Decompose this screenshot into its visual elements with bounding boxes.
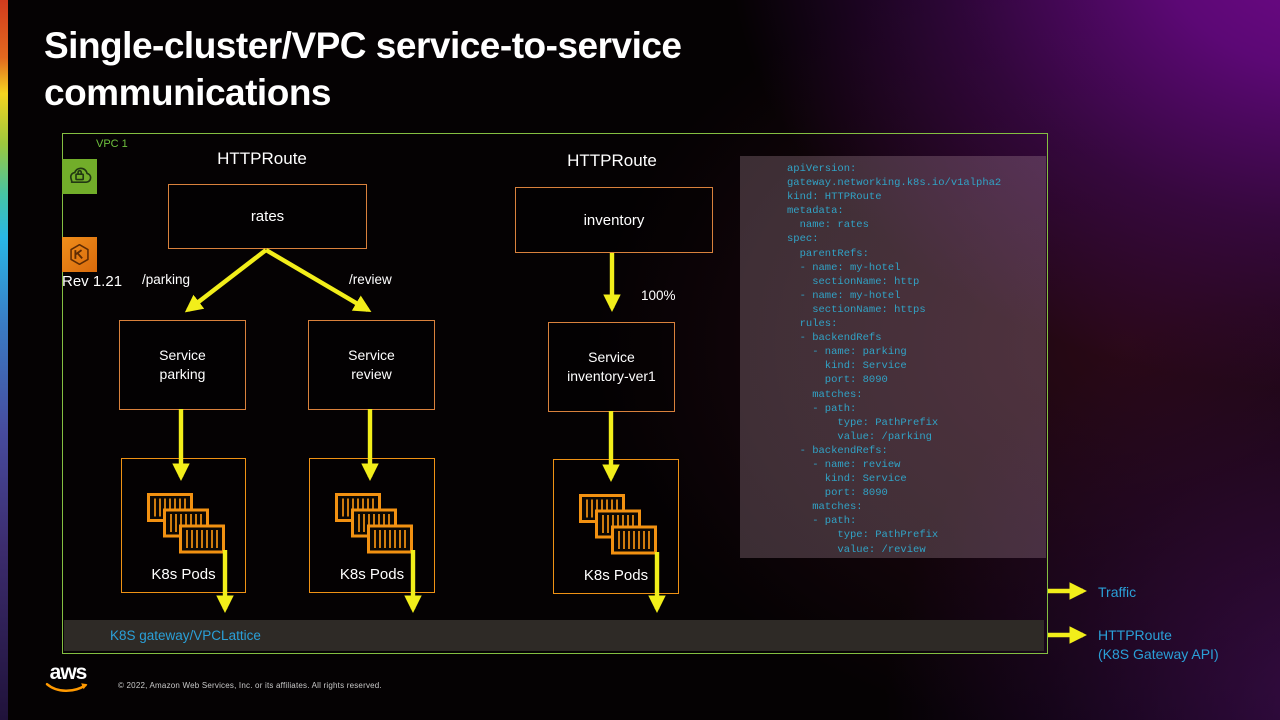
service-box-inventory-ver1: Service inventory-ver1 — [548, 322, 675, 412]
service-parking-line2: parking — [159, 366, 206, 382]
service-parking-line1: Service — [159, 347, 206, 363]
yaml-line: - name: my-hotel — [787, 261, 901, 274]
yaml-line: value: /review — [787, 543, 926, 556]
eks-kubernetes-icon — [62, 237, 97, 272]
yaml-line: - path: — [787, 402, 857, 415]
pods-containers-icon — [335, 493, 413, 554]
pods-label-1: K8s Pods — [151, 566, 216, 583]
service-parking-label: Service parking — [159, 346, 206, 384]
yaml-line: type: PathPrefix — [787, 529, 939, 542]
pods-label-3: K8s Pods — [583, 567, 649, 584]
gateway-bar-label: K8S gateway/VPCLattice — [110, 628, 261, 643]
yaml-line: parentRefs: — [787, 247, 869, 260]
yaml-line: metadata: — [787, 205, 844, 218]
title-line-2: communications — [44, 72, 332, 113]
service-review-line2: review — [351, 366, 392, 382]
yaml-line: name: rates — [787, 219, 869, 232]
legend-httproute-line1: HTTPRoute — [1098, 627, 1172, 643]
yaml-line: sectionName: http — [787, 275, 920, 288]
service-box-parking: Service parking — [119, 320, 246, 410]
yaml-line: - path: — [787, 515, 857, 528]
yaml-line: spec: — [787, 233, 819, 246]
httproute-header-left: HTTPRoute — [217, 149, 307, 168]
page-title: Single-cluster/VPC service-to-service co… — [44, 22, 904, 116]
edge-label-review: /review — [349, 272, 392, 287]
yaml-line: - backendRefs — [787, 332, 882, 345]
pods-box-1: K8s Pods — [121, 458, 246, 593]
yaml-line: matches: — [787, 388, 863, 401]
pods-label-2: K8s Pods — [339, 566, 405, 583]
service-inventory-line2: inventory-ver1 — [567, 368, 656, 384]
yaml-line: rules: — [787, 318, 838, 331]
service-review-line1: Service — [348, 347, 395, 363]
yaml-line: kind: Service — [787, 360, 907, 373]
title-line-1: Single-cluster/VPC service-to-service — [44, 25, 682, 66]
edge-label-parking: /parking — [142, 272, 191, 287]
service-inventory-label: Service inventory-ver1 — [567, 348, 656, 386]
yaml-line: - name: my-hotel — [787, 289, 901, 302]
yaml-line: apiVersion: — [787, 163, 857, 175]
yaml-line: sectionName: https — [787, 303, 926, 316]
service-box-review: Service review — [308, 320, 435, 410]
httproute-header-right: HTTPRoute — [567, 151, 657, 170]
legend-traffic-label: Traffic — [1098, 584, 1137, 600]
yaml-line: gateway.networking.k8s.io/v1alpha2 — [787, 177, 1002, 190]
yaml-line: matches: — [787, 501, 863, 514]
service-inventory-line1: Service — [588, 349, 635, 365]
rev-version-label: Rev 1.21 — [62, 273, 123, 290]
yaml-line: port: 8090 — [787, 487, 888, 500]
aws-logo-text: aws — [49, 661, 88, 684]
copyright-text: © 2022, Amazon Web Services, Inc. or its… — [118, 681, 382, 690]
route-inventory-label: inventory — [583, 211, 645, 229]
vpc-label: VPC 1 — [96, 138, 128, 150]
rainbow-edge-stripe — [0, 0, 8, 720]
aws-logo: aws — [44, 661, 92, 694]
vpc-cloud-lock-icon — [62, 159, 97, 194]
yaml-line: port: 8090 — [787, 374, 888, 387]
yaml-line: - name: parking — [787, 346, 907, 359]
yaml-line: kind: HTTPRoute — [787, 191, 882, 204]
edge-label-inventory-weight: 100% — [641, 288, 676, 303]
yaml-line: - name: review — [787, 458, 901, 471]
pods-box-3: K8s Pods — [553, 459, 679, 594]
aws-smile-icon — [45, 682, 88, 693]
route-box-rates: rates — [168, 184, 367, 249]
pods-containers-icon — [579, 494, 657, 555]
k8s-gateway-vpclattice-bar: K8S gateway/VPCLattice — [64, 620, 1044, 651]
pods-box-2: K8s Pods — [309, 458, 435, 593]
route-rates-label: rates — [250, 208, 285, 225]
pods-containers-icon — [147, 493, 225, 554]
legend-httproute-label: HTTPRoute (K8S Gateway API) — [1098, 626, 1219, 664]
yaml-line: - backendRefs: — [787, 444, 888, 457]
route-box-inventory: inventory — [515, 187, 713, 253]
vpc-boundary-box — [62, 133, 1048, 654]
yaml-line: kind: Service — [787, 473, 907, 486]
yaml-code-panel: apiVersion: gateway.networking.k8s.io/v1… — [740, 156, 1046, 558]
service-review-label: Service review — [348, 346, 395, 384]
yaml-line: value: /parking — [787, 430, 932, 443]
legend-httproute-line2: (K8S Gateway API) — [1098, 646, 1219, 662]
yaml-line: type: PathPrefix — [787, 416, 939, 429]
